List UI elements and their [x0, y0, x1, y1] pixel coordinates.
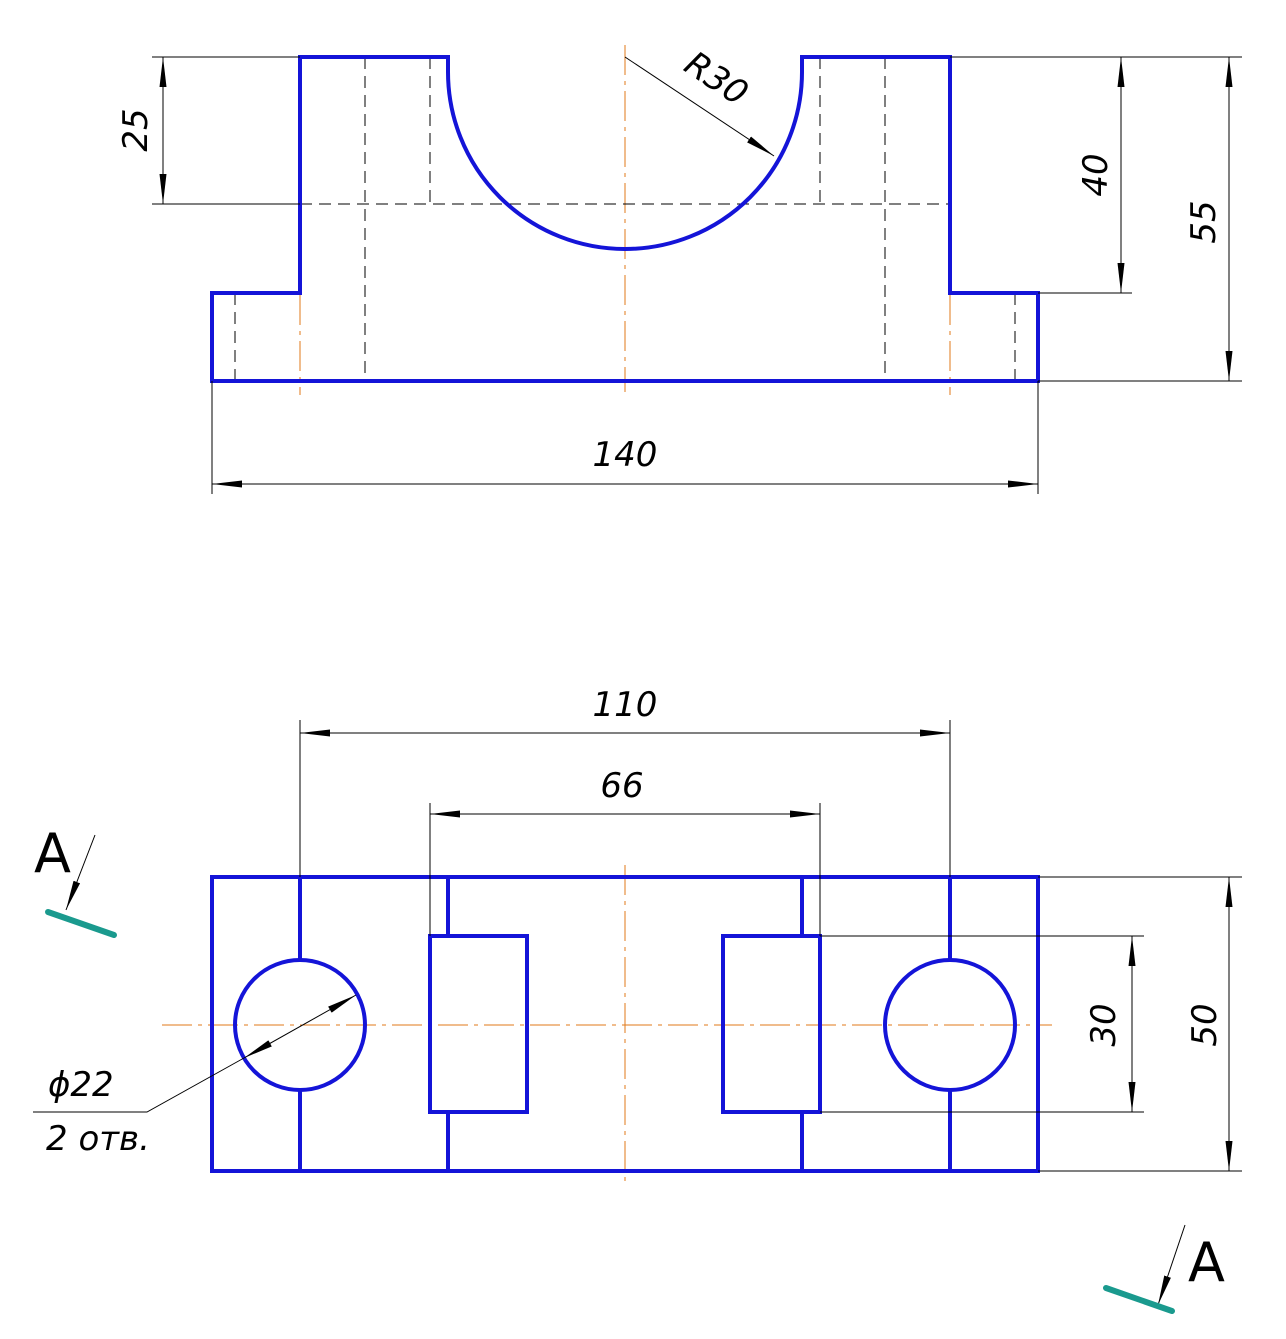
top-view: 110 66 30 50 ϕ22 2 отв. [33, 685, 1242, 1185]
dimension-25-label: 25 [116, 108, 156, 151]
diameter-22-label: ϕ22 [48, 1065, 114, 1105]
section-mark-bottom: A [1103, 1224, 1225, 1314]
dimension-66-label: 66 [600, 766, 643, 806]
leader-line-r30 [624, 56, 775, 157]
right-hole [883, 958, 1017, 1092]
section-letter-bottom: A [1188, 1231, 1225, 1294]
dimension-55-label: 55 [1184, 200, 1224, 243]
section-mark-top: A [34, 822, 117, 938]
holes-count-label: 2 отв. [46, 1119, 150, 1159]
dimension-40-label: 40 [1076, 153, 1116, 196]
dimension-30-label: 30 [1084, 1003, 1124, 1046]
diameter-leader-line [243, 994, 357, 1059]
section-arrow-bottom [1157, 1224, 1186, 1306]
dimension-110-label: 110 [593, 685, 658, 725]
dimension-140-label: 140 [593, 435, 658, 475]
left-hole [233, 958, 367, 1092]
right-slot [721, 934, 822, 1114]
diameter-leader-tail [33, 1057, 245, 1113]
radius-r30-label: R30 [677, 44, 755, 114]
section-cut-stroke-bottom [1103, 1285, 1175, 1314]
top-outline [210, 875, 1040, 1173]
left-slot [428, 934, 529, 1114]
front-view: 25 40 55 140 R30 [116, 44, 1242, 494]
section-letter-top: A [34, 822, 71, 885]
dimension-50-label: 50 [1185, 1003, 1225, 1046]
section-cut-stroke-top [45, 909, 117, 938]
section-arrow-top [65, 834, 96, 911]
front-outline [210, 55, 1040, 383]
